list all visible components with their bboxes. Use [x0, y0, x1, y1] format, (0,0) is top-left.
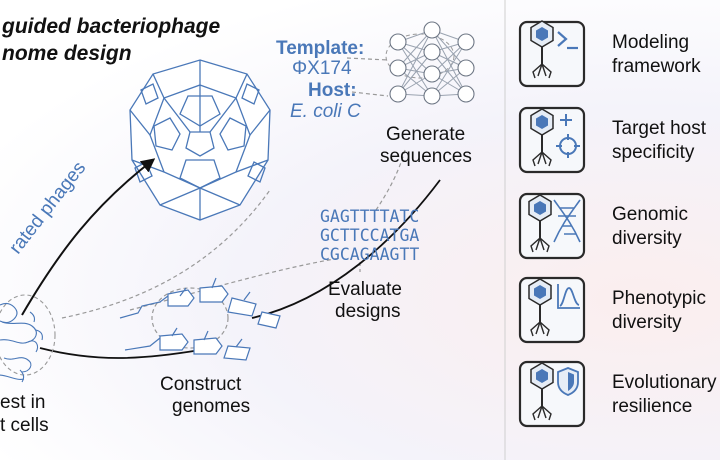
- construct-label-line-2: genomes: [172, 396, 250, 417]
- feature-label-line-1: Modeling: [612, 32, 689, 53]
- sequence-line-3: CGCAGAAGTT: [320, 245, 419, 264]
- test-label-line-1: est in: [0, 392, 45, 413]
- genome-construct-icon: [119, 277, 281, 361]
- feature-label-line-1: Genomic: [612, 204, 688, 225]
- feature-label-line-2: resilience: [612, 396, 692, 417]
- title-line-1: guided bacteriophage: [1, 15, 221, 38]
- feature-item-phenotypic: Phenotypic diversity: [518, 276, 706, 344]
- title-line-2: nome design: [2, 42, 132, 65]
- sequence-line-1: GAGTTTTATC: [320, 207, 419, 226]
- host-cells-icon: [0, 294, 56, 383]
- line-plot-icon: [557, 284, 580, 309]
- feature-label-line-1: Phenotypic: [612, 288, 706, 309]
- terminal-prompt-icon: [557, 31, 578, 50]
- shield-icon: [557, 367, 579, 396]
- cycle-arrow-to-capsid: [21, 158, 156, 316]
- host-label: Host:: [308, 80, 357, 101]
- target-plus-icon: [556, 114, 580, 158]
- dna-helix-icon: [553, 199, 581, 243]
- generate-label-line-1: Generate: [386, 124, 465, 145]
- feature-label-line-1: Evolutionary: [612, 372, 717, 393]
- generated-phages-label: rated phages: [5, 158, 90, 258]
- feature-label-line-2: framework: [612, 56, 701, 77]
- dashed-connector-genomes: [129, 257, 341, 311]
- evaluate-label-line-1: Evaluate: [328, 279, 402, 300]
- template-label: Template:: [276, 38, 364, 59]
- dashed-connector-capsid: [61, 189, 271, 319]
- cycle-arrow-cells-to-genomes: [39, 347, 201, 359]
- neural-network-icon: [385, 21, 475, 105]
- generate-label-line-2: sequences: [380, 146, 472, 167]
- capsid-icon: [129, 59, 271, 221]
- feature-item-genomic: Genomic diversity: [518, 192, 688, 260]
- cycle-arrow-genomes-to-network: [251, 179, 441, 319]
- dashed-connector-host: [351, 91, 389, 97]
- template-value: ΦX174: [292, 58, 352, 79]
- test-label-line-2: t cells: [0, 415, 49, 436]
- dashed-connector-network: [375, 149, 406, 211]
- host-value: E. coli C: [290, 101, 361, 122]
- sequence-line-2: GCTTCCATGA: [320, 226, 419, 245]
- feature-item-target-host: Target host specificity: [518, 106, 707, 174]
- construct-label-line-1: Construct: [160, 374, 242, 395]
- feature-label-line-2: diversity: [612, 228, 682, 249]
- feature-item-evolutionary: Evolutionary resilience: [518, 360, 717, 428]
- feature-label-line-1: Target host: [612, 118, 707, 139]
- feature-item-modeling: Modeling framework: [518, 20, 701, 88]
- evaluate-label-line-2: designs: [335, 301, 401, 322]
- feature-label-line-2: specificity: [612, 142, 695, 163]
- feature-label-line-2: diversity: [612, 312, 682, 333]
